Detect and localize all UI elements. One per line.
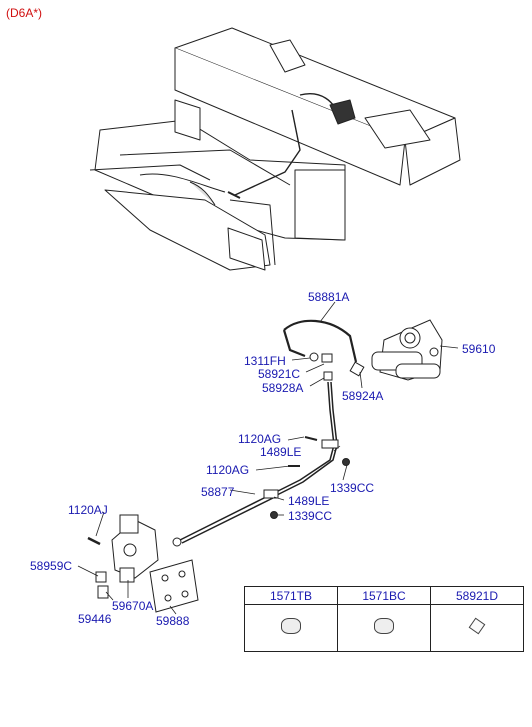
part-1339CC-lower[interactable]: 1339CC bbox=[288, 509, 333, 523]
legend-header-58921D[interactable]: 58921D bbox=[430, 586, 524, 605]
part-59888[interactable]: 59888 bbox=[156, 614, 190, 628]
part-58928A[interactable]: 58928A bbox=[262, 381, 304, 395]
part-1489LE-lower[interactable]: 1489LE bbox=[288, 494, 330, 508]
parts-legend-table: 1571TB 1571BC 58921D bbox=[244, 586, 524, 652]
part-58959C[interactable]: 58959C bbox=[30, 559, 73, 573]
legend-cell-1571TB bbox=[244, 604, 338, 652]
part-1489LE-upper[interactable]: 1489LE bbox=[260, 445, 302, 459]
clutch-assembly bbox=[87, 319, 443, 613]
chassis-frame bbox=[89, 27, 461, 271]
legend-header-1571BC[interactable]: 1571BC bbox=[337, 586, 431, 605]
part-59610[interactable]: 59610 bbox=[462, 342, 496, 356]
variant-code: (D6A*) bbox=[6, 6, 43, 20]
part-59670A[interactable]: 59670A bbox=[112, 599, 154, 613]
leader-lines bbox=[77, 301, 459, 615]
part-59446[interactable]: 59446 bbox=[78, 612, 112, 626]
part-58924A[interactable]: 58924A bbox=[342, 389, 384, 403]
clip-icon bbox=[468, 617, 486, 635]
part-1339CC-upper[interactable]: 1339CC bbox=[330, 481, 375, 495]
legend-cell-58921D bbox=[430, 604, 524, 652]
part-58881A[interactable]: 58881A bbox=[308, 290, 350, 304]
part-1120AG-upper[interactable]: 1120AG bbox=[238, 432, 282, 446]
legend-header-1571TB[interactable]: 1571TB bbox=[244, 586, 338, 605]
part-1120AJ[interactable]: 1120AJ bbox=[68, 503, 108, 517]
part-58877[interactable]: 58877 bbox=[201, 485, 235, 499]
cap-icon bbox=[374, 617, 394, 634]
part-1311FH[interactable]: 1311FH bbox=[244, 354, 286, 368]
legend-cell-1571BC bbox=[337, 604, 431, 652]
cap-icon bbox=[281, 617, 301, 634]
part-58921C[interactable]: 58921C bbox=[258, 367, 301, 381]
part-1120AG-lower[interactable]: 1120AG bbox=[206, 463, 250, 477]
